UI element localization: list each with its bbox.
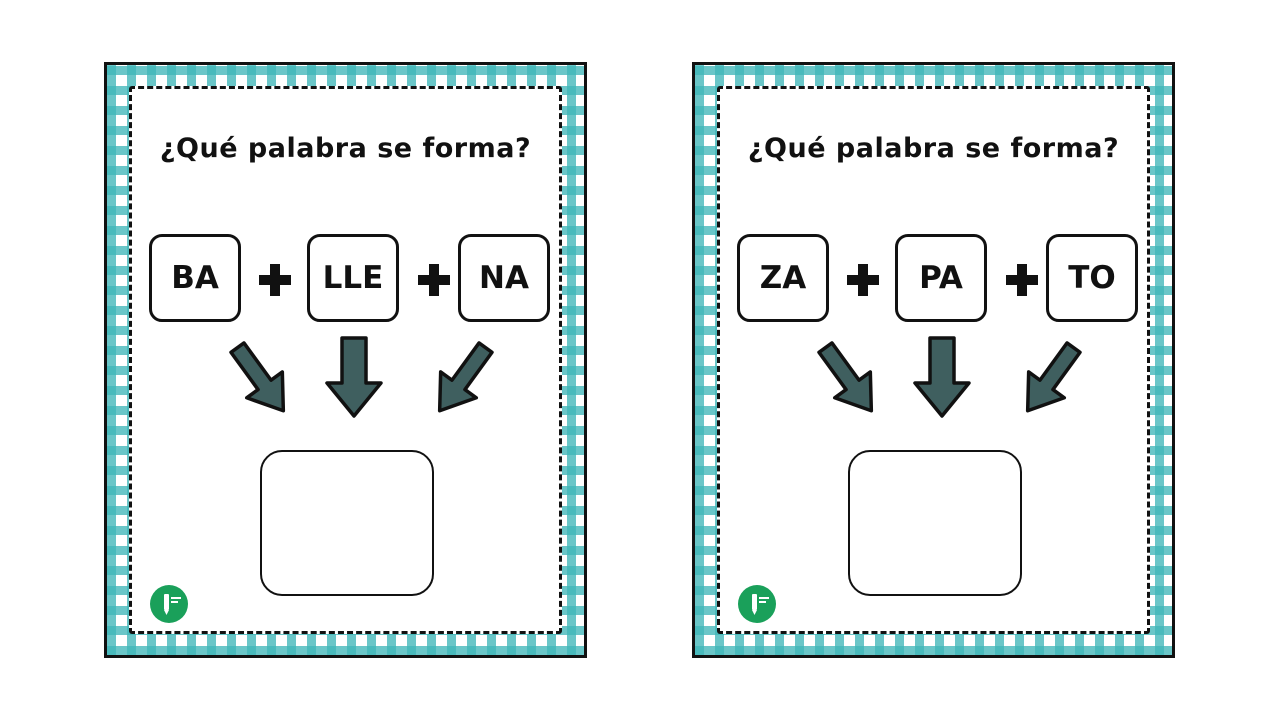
arrow-center-icon — [913, 336, 971, 418]
arrow-left-icon — [229, 341, 286, 413]
pencil-logo-icon — [150, 585, 188, 623]
arrow-left-icon — [817, 341, 874, 413]
syllable-box: NA — [458, 234, 550, 322]
arrow-right-icon — [1025, 341, 1082, 413]
arrow-center-icon — [325, 336, 383, 418]
card-title: ¿Qué palabra se forma? — [747, 133, 1120, 164]
plus-icon — [259, 264, 291, 296]
activity-card-2: ¿Qué palabra se forma? ZA PA TO — [692, 62, 1175, 658]
card-content: ¿Qué palabra se forma? BA LLE NA — [129, 86, 562, 634]
plus-icon — [1006, 264, 1038, 296]
activity-card-1: ¿Qué palabra se forma? BA LLE NA — [104, 62, 587, 658]
plus-icon — [418, 264, 450, 296]
card-title: ¿Qué palabra se forma? — [159, 133, 532, 164]
syllable-box: PA — [895, 234, 987, 322]
syllable-box: LLE — [307, 234, 399, 322]
answer-box[interactable] — [848, 450, 1022, 596]
syllable-box: ZA — [737, 234, 829, 322]
plus-icon — [847, 264, 879, 296]
answer-box[interactable] — [260, 450, 434, 596]
pencil-logo-icon — [738, 585, 776, 623]
syllable-box: BA — [149, 234, 241, 322]
syllable-box: TO — [1046, 234, 1138, 322]
arrow-right-icon — [437, 341, 494, 413]
card-content: ¿Qué palabra se forma? ZA PA TO — [717, 86, 1150, 634]
